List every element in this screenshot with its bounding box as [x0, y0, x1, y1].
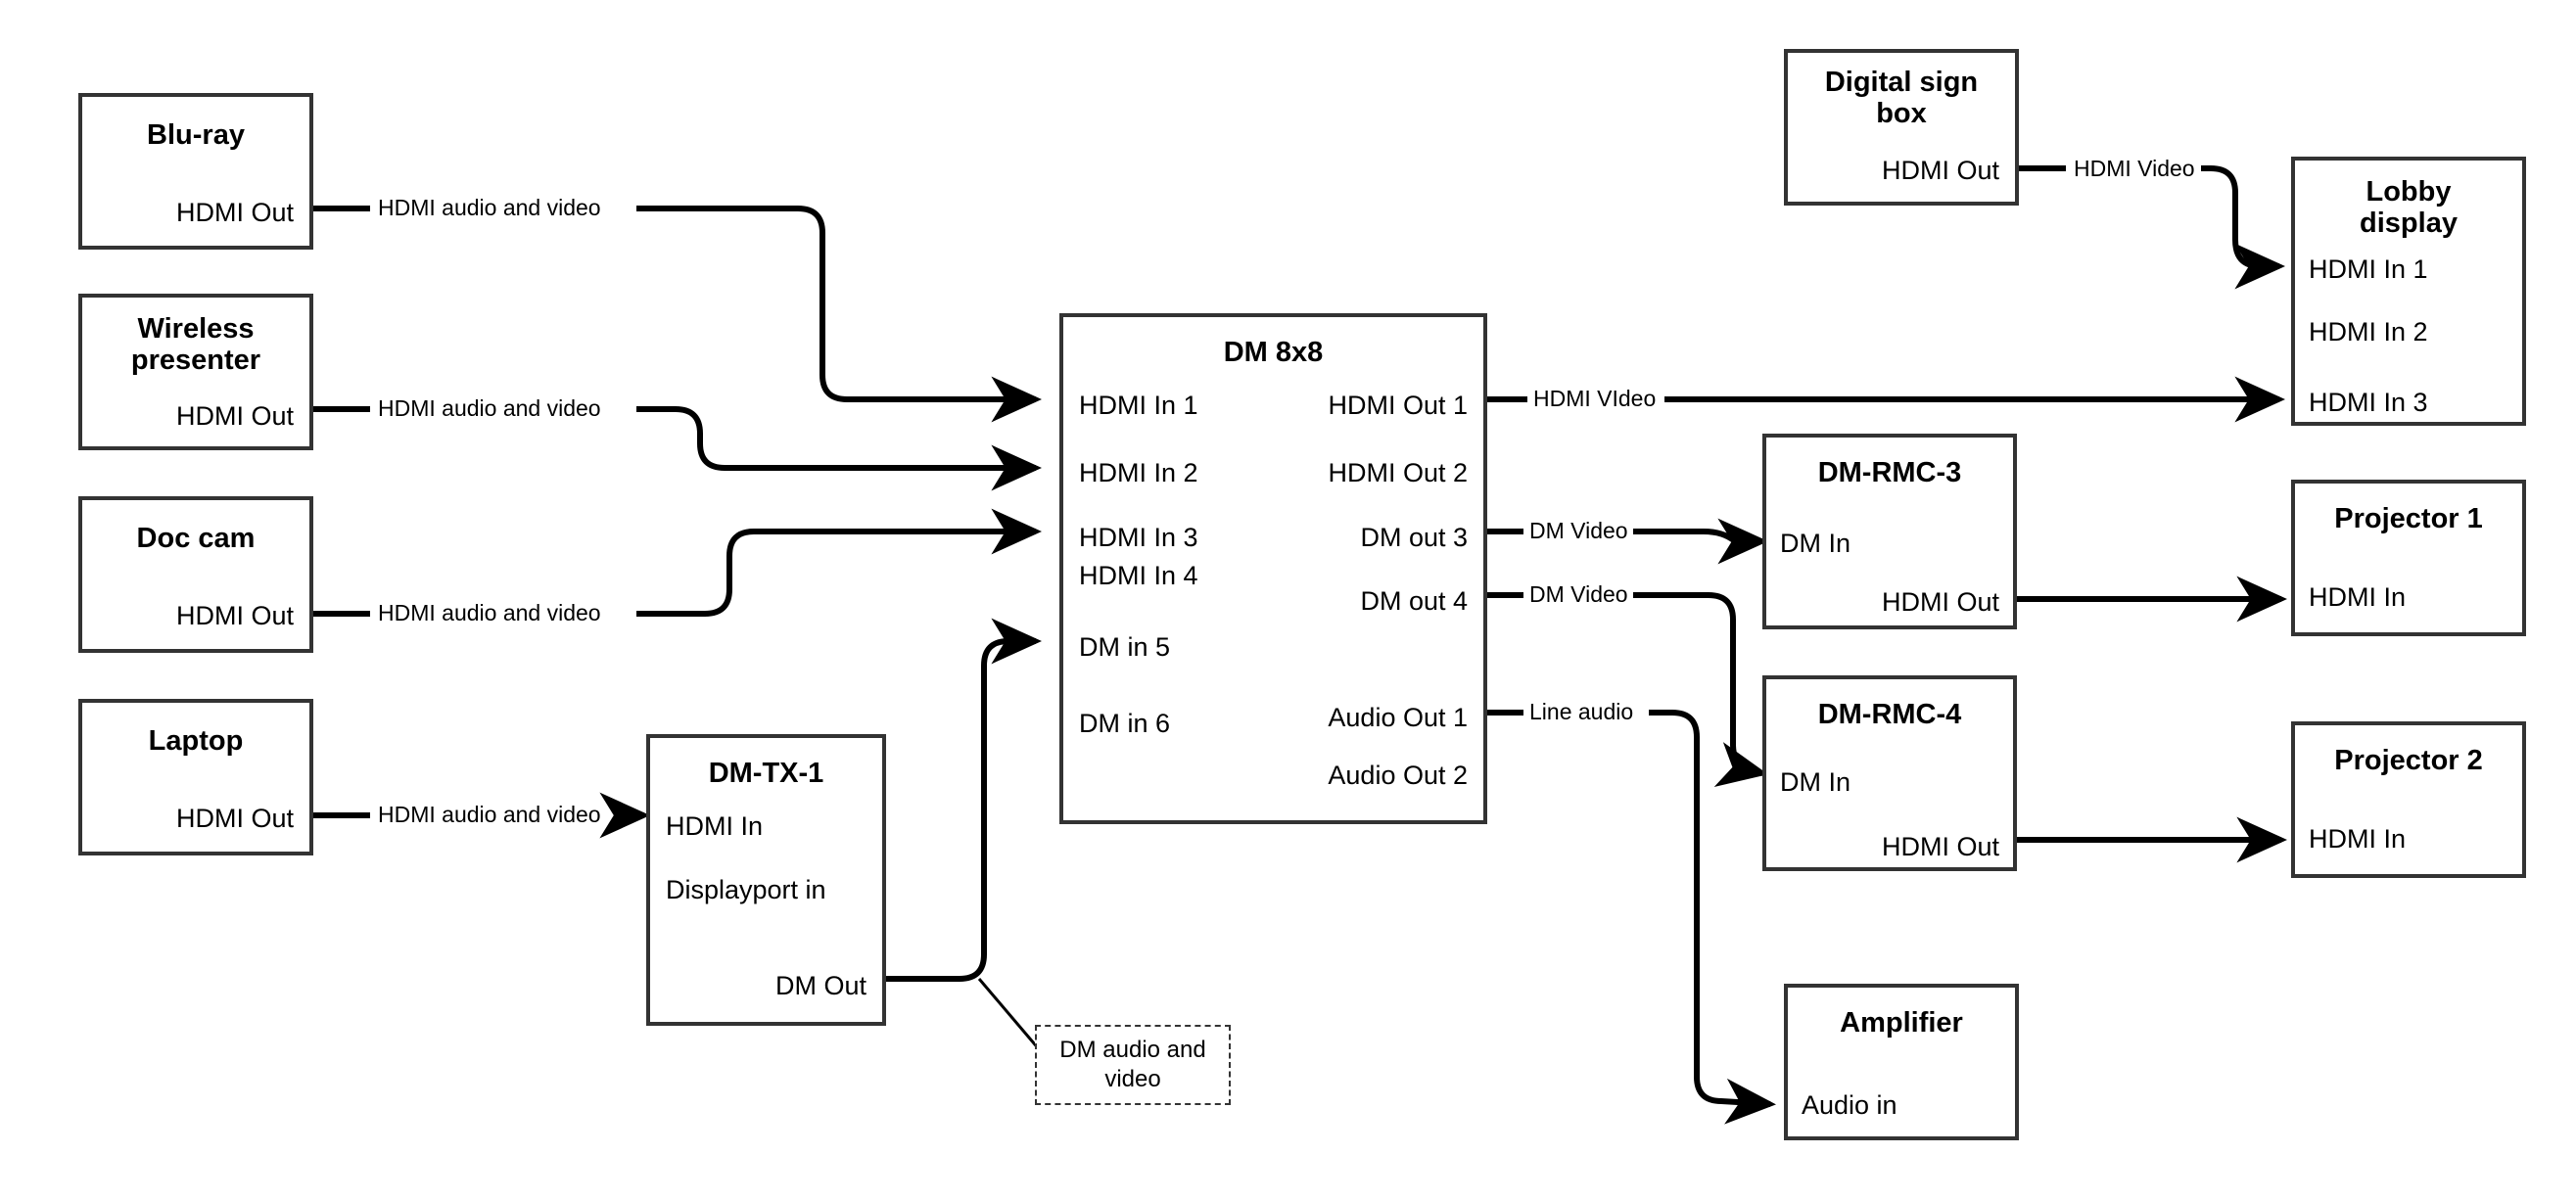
- node-dm-8x8-input-hdmi-in-2: HDMI In 2: [1079, 458, 1198, 487]
- wire-bluray-to-dm-in1: [636, 206, 1043, 423]
- cable-label-doccam-to-dm-in3: HDMI audio and video: [374, 602, 605, 624]
- wire-doccam-to-dm-in3: [636, 508, 1043, 617]
- node-laptop-title: Laptop: [148, 725, 244, 757]
- node-dm-tx-1-port-hdmi-in: HDMI In: [666, 811, 764, 841]
- node-wireless-presenter-port-hdmi-out: HDMI Out: [175, 401, 294, 431]
- node-laptop-port-hdmi-out: HDMI Out: [175, 804, 294, 833]
- cable-label-dm-out-3-to-rmc-3: DM Video: [1525, 520, 1632, 542]
- node-dm-8x8-output-dm-out-4: DM out 4: [1360, 586, 1468, 616]
- node-dm-rmc-4-port-dm-in: DM In: [1780, 767, 1851, 797]
- node-dm-8x8-input-dm-in-5: DM in 5: [1079, 632, 1171, 662]
- node-dm-8x8-input-hdmi-in-4: HDMI In 4: [1079, 561, 1198, 590]
- node-projector-2[interactable]: Projector 2 HDMI In: [2291, 721, 2526, 878]
- node-doc-cam[interactable]: Doc cam HDMI Out: [78, 496, 313, 653]
- node-bluray[interactable]: Blu-ray HDMI Out: [78, 93, 313, 250]
- node-dm-tx-1-port-dm-out: DM Out: [774, 971, 866, 1000]
- wire-signbox-to-lobby1: [2201, 165, 2286, 290]
- cable-label-bluray-to-dm-in1: HDMI audio and video: [374, 197, 605, 219]
- cable-label-wireless-to-dm-in2: HDMI audio and video: [374, 397, 605, 420]
- node-dm-tx-1-title: DM-TX-1: [708, 758, 824, 789]
- node-bluray-port-hdmi-out: HDMI Out: [175, 198, 294, 227]
- node-digital-sign-box[interactable]: Digital sign box HDMI Out: [1784, 49, 2019, 206]
- cable-label-signbox-to-lobby: HDMI Video: [2070, 158, 2199, 180]
- node-wireless-presenter-title: Wireless presenter: [130, 313, 261, 377]
- node-projector-2-title: Projector 2: [2334, 745, 2483, 776]
- node-lobby-display-title: Lobby display: [2360, 176, 2458, 240]
- node-dm-8x8-input-dm-in-6: DM in 6: [1079, 709, 1171, 738]
- cable-label-laptop-to-dm-tx-1: HDMI audio and video: [374, 804, 605, 826]
- node-lobby-display[interactable]: Lobby display HDMI In 1 HDMI In 2 HDMI I…: [2291, 157, 2526, 426]
- node-lobby-display-port-hdmi-in-2: HDMI In 2: [2309, 317, 2428, 346]
- wire-audioout1-to-amp: [1649, 710, 1776, 1125]
- node-dm-rmc-4-title: DM-RMC-4: [1817, 699, 1962, 730]
- node-projector-2-port-hdmi-in: HDMI In: [2309, 824, 2407, 854]
- node-wireless-presenter[interactable]: Wireless presenter HDMI Out: [78, 294, 313, 450]
- wire-dmout3-to-rmc3: [1633, 518, 1769, 565]
- node-dm-8x8-input-hdmi-in-1: HDMI In 1: [1079, 391, 1198, 420]
- cable-label-hdmi-out-1-to-lobby: HDMI VIdeo: [1529, 388, 1661, 410]
- node-lobby-display-port-hdmi-in-3: HDMI In 3: [2309, 388, 2428, 417]
- node-amplifier-title: Amplifier: [1840, 1007, 1963, 1039]
- node-lobby-display-port-hdmi-in-1: HDMI In 1: [2309, 254, 2428, 284]
- node-projector-1-port-hdmi-in: HDMI In: [2309, 582, 2407, 612]
- node-digital-sign-box-port-hdmi-out: HDMI Out: [1881, 156, 1999, 185]
- node-dm-8x8[interactable]: DM 8x8 HDMI In 1 HDMI In 2 HDMI In 3 HDM…: [1059, 313, 1487, 824]
- node-digital-sign-box-title: Digital sign box: [1824, 67, 1979, 130]
- node-dm-8x8-output-audio-out-2: Audio Out 2: [1328, 761, 1468, 790]
- node-doc-cam-port-hdmi-out: HDMI Out: [175, 601, 294, 630]
- node-dm-8x8-output-hdmi-out-1: HDMI Out 1: [1328, 391, 1468, 420]
- wire-wireless-to-dm-in2: [636, 406, 1043, 491]
- node-dm-rmc-4[interactable]: DM-RMC-4 DM In HDMI Out: [1762, 675, 2017, 871]
- node-dm-8x8-title: DM 8x8: [1223, 337, 1324, 368]
- node-dm-8x8-input-hdmi-in-3: HDMI In 3: [1079, 523, 1198, 552]
- node-dm-rmc-3-port-dm-in: DM In: [1780, 529, 1851, 558]
- node-dm-8x8-output-dm-out-3: DM out 3: [1360, 523, 1468, 552]
- node-dm-8x8-output-audio-out-1: Audio Out 1: [1328, 703, 1468, 732]
- callout-dm-audio-and-video: DM audio and video: [1035, 1025, 1231, 1105]
- node-doc-cam-title: Doc cam: [136, 523, 256, 554]
- cable-label-audio-out-1-to-amplifier: Line audio: [1525, 701, 1638, 723]
- node-laptop[interactable]: Laptop HDMI Out: [78, 699, 313, 855]
- node-dm-rmc-3[interactable]: DM-RMC-3 DM In HDMI Out: [1762, 434, 2017, 629]
- wire-callout-leader: [977, 978, 1042, 1051]
- node-bluray-title: Blu-ray: [147, 119, 245, 151]
- node-amplifier[interactable]: Amplifier Audio in: [1784, 984, 2019, 1140]
- cable-label-dm-out-4-to-rmc-4: DM Video: [1525, 583, 1632, 606]
- node-projector-1-title: Projector 1: [2334, 503, 2483, 534]
- node-projector-1[interactable]: Projector 1 HDMI In: [2291, 480, 2526, 636]
- node-amplifier-port-audio-in: Audio in: [1802, 1090, 1897, 1120]
- node-dm-tx-1[interactable]: DM-TX-1 HDMI In Displayport in DM Out: [646, 734, 886, 1026]
- node-dm-tx-1-port-displayport-in: Displayport in: [666, 875, 826, 904]
- node-dm-rmc-3-title: DM-RMC-3: [1817, 457, 1962, 488]
- wire-tx-to-dm-in5: [886, 618, 1043, 982]
- wire-dmout4-to-rmc4: [1633, 592, 1768, 788]
- node-dm-rmc-3-port-hdmi-out: HDMI Out: [1881, 587, 1999, 617]
- node-dm-rmc-4-port-hdmi-out: HDMI Out: [1881, 832, 1999, 861]
- node-dm-8x8-output-hdmi-out-2: HDMI Out 2: [1328, 458, 1468, 487]
